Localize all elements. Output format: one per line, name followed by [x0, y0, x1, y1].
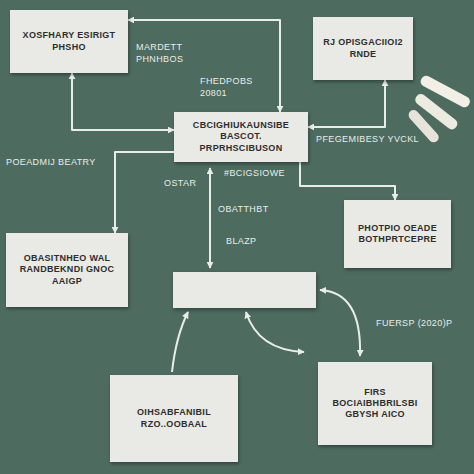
chalk-connector	[300, 162, 395, 200]
chalk-label: #BCIGSIOWE	[224, 168, 294, 180]
card-text: OIHSABFANIBIL RZO..OOBAAL	[116, 407, 232, 430]
chalk-connector	[308, 80, 385, 127]
card-text: RJ OPISGACIIOI2 RNDE	[319, 37, 407, 60]
chalk-label: BLAZP	[226, 236, 276, 248]
card-text: FIRS BOCIAIBHBRILSBI GBYSH AICO	[324, 387, 426, 421]
card-text: PHOTPIO OEADE BOTHPRTCEPRE	[350, 223, 445, 246]
chalk-label: PFEGEMIBESY YVCKL	[316, 134, 446, 146]
chalk-connector	[128, 20, 280, 112]
note-card: FIRS BOCIAIBHBRILSBI GBYSH AICO	[318, 362, 432, 445]
chalk-label: FHEDPOBS 20801	[200, 76, 254, 99]
chalk-label: FUERSP (2020)P	[376, 318, 472, 330]
chalk-label: OBATTHBT	[218, 204, 288, 216]
chalk-arrow	[246, 312, 304, 352]
note-card: XOSFHARY ESIRIGT PHSHO	[10, 10, 128, 73]
note-card: CBCIGHIUKAUNSIBE BASCOT. PRPRHSCIBUSON	[174, 112, 308, 162]
note-card: OIHSABFANIBIL RZO..OOBAAL	[110, 375, 238, 462]
chalk-arrow	[209, 168, 211, 268]
chalk-arrow	[172, 312, 188, 372]
chalk-sticks	[407, 74, 472, 144]
card-text: XOSFHARY ESIRIGT PHSHO	[16, 30, 122, 53]
note-card: PHOTPIO OEADE BOTHPRTCEPRE	[344, 200, 451, 268]
chalk-label: POEADMIJ BEATRY	[6, 157, 106, 169]
card-text: CBCIGHIUKAUNSIBE BASCOT. PRPRHSCIBUSON	[180, 120, 302, 154]
note-card: RJ OPISGACIIOI2 RNDE	[313, 17, 413, 80]
chalk-connector	[115, 152, 174, 233]
chalk-arrow	[320, 290, 360, 356]
note-card: OBASITNHEO WAL RANDBEKNDI GNOC AAIGP	[6, 233, 128, 307]
chalk-label: MARDETT PHNHBOS	[136, 42, 186, 65]
card-text: OBASITNHEO WAL RANDBEKNDI GNOC AAIGP	[12, 253, 122, 287]
chalk-connector	[72, 73, 174, 130]
blank-card	[173, 272, 316, 308]
chalk-label: OSTAR	[164, 178, 204, 190]
